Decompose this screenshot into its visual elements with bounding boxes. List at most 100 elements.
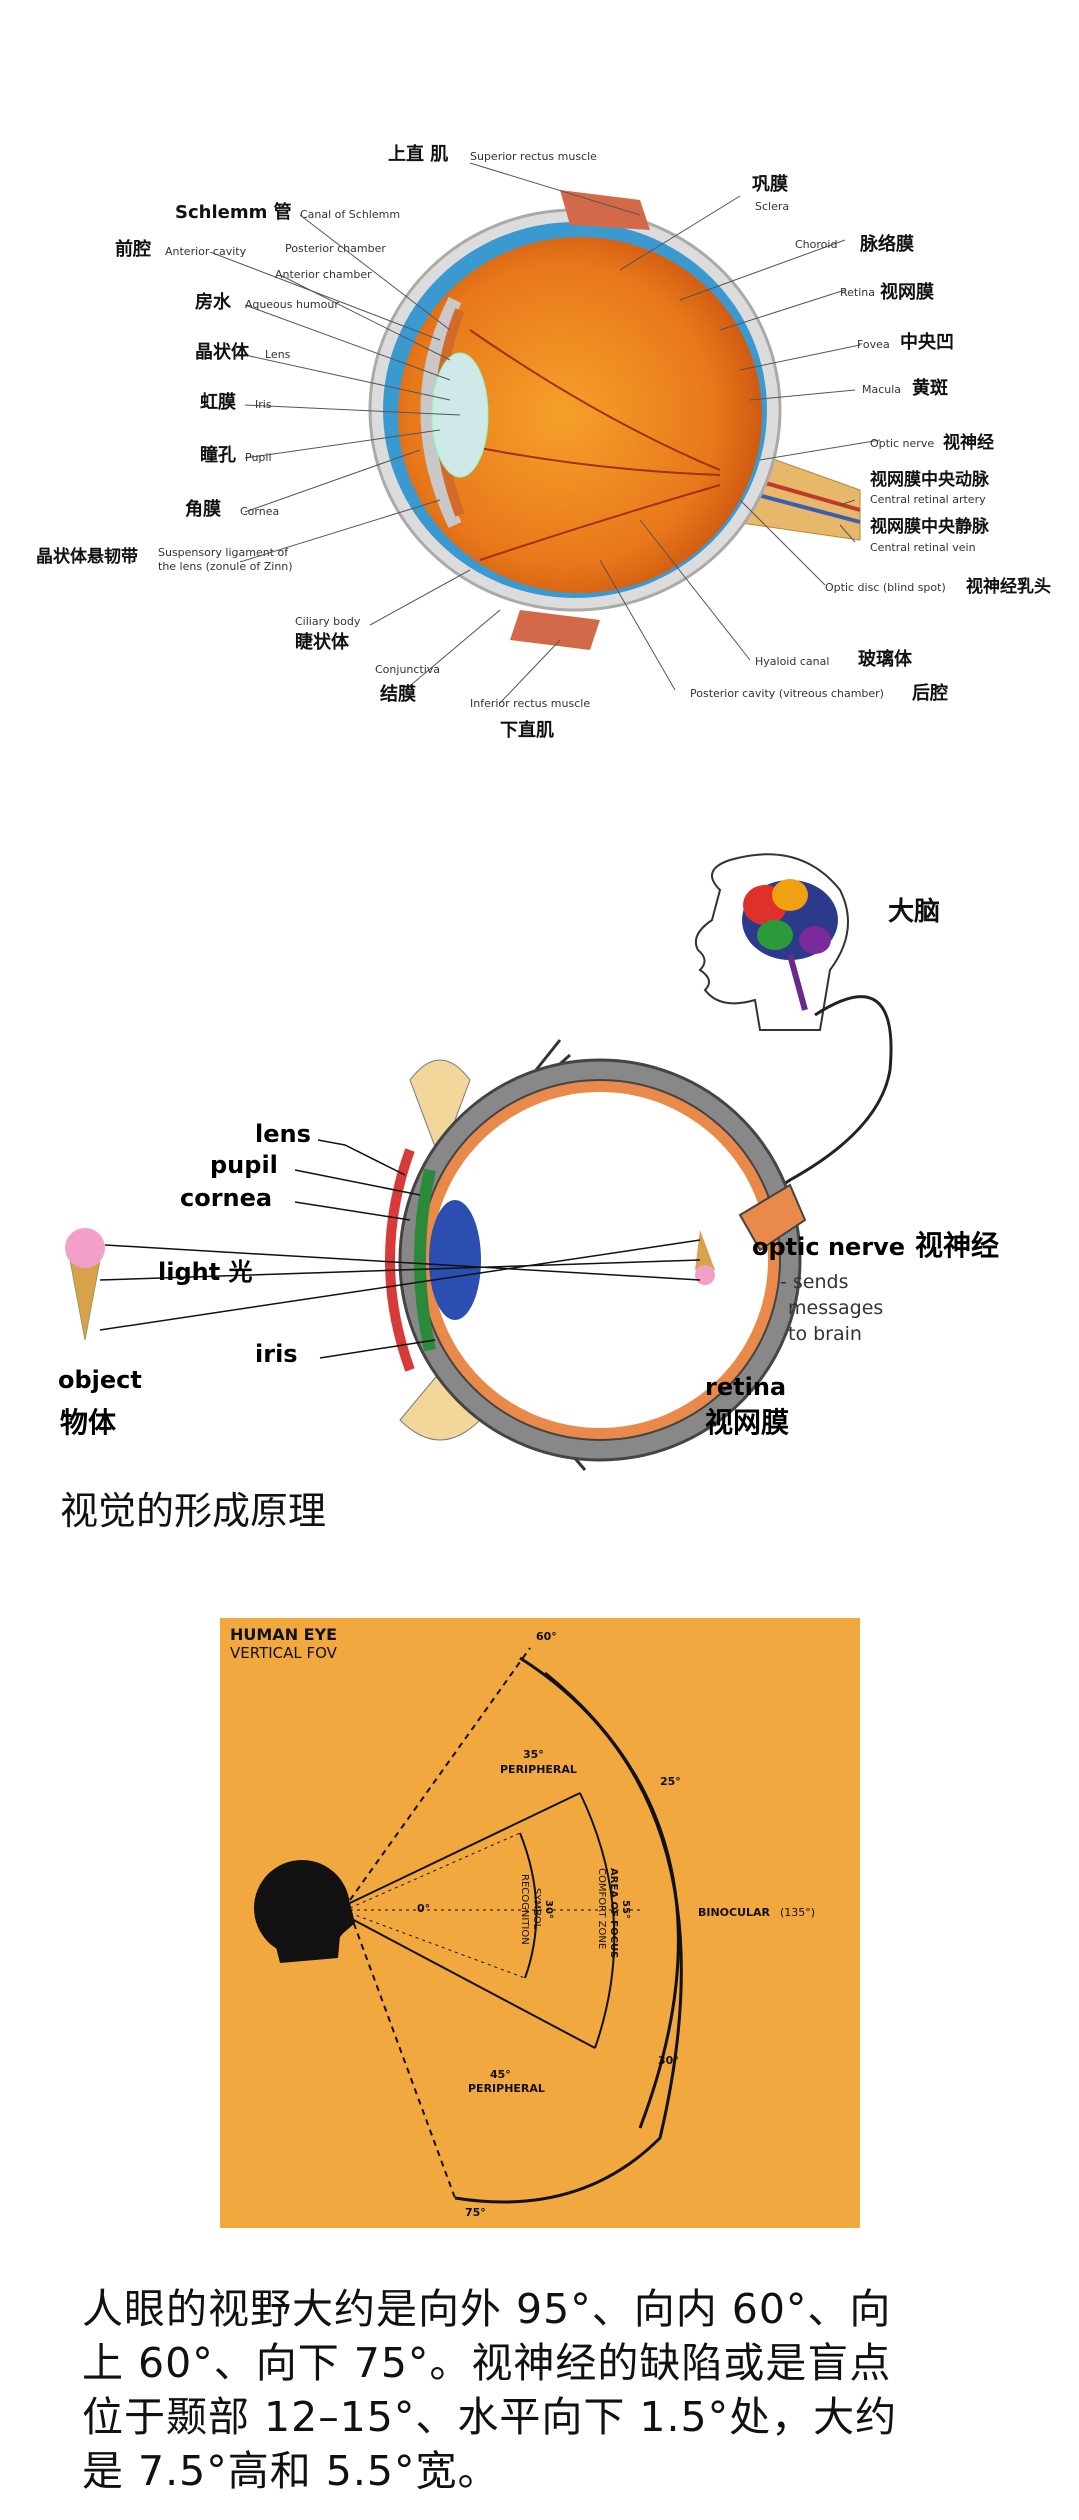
label-sclera-cn: 巩膜 <box>752 173 788 195</box>
label-hyaloid-en: Hyaloid canal <box>755 655 829 668</box>
iris-arc <box>414 1168 436 1352</box>
vision-formation-diagram: 大脑 lens pupil <box>58 853 999 1471</box>
label-zonule-en2: the lens (zonule of Zinn) <box>158 560 293 573</box>
label-anterior-cavity-cn: 前腔 <box>115 238 151 260</box>
eyeball-shape <box>398 237 762 593</box>
label-fovea-cn: 中央凹 <box>900 331 954 353</box>
fov-title: HUMAN EYE <box>230 1625 337 1644</box>
label-cornea-cn: 角膜 <box>185 498 221 520</box>
sends-line-2: messages <box>788 1297 883 1319</box>
vision-caption: 视觉的形成原理 <box>60 1489 327 1533</box>
superior-rectus-shape <box>560 190 650 230</box>
label-aqueous-cn: 房水 <box>195 291 232 313</box>
label-posterior-chamber-en: Posterior chamber <box>285 242 386 255</box>
sends-line-1: - sends <box>780 1271 849 1293</box>
label-ciliary-en: Ciliary body <box>295 615 361 628</box>
label-conjunctiva-en: Conjunctiva <box>375 663 440 676</box>
retina-label: retina <box>705 1373 786 1401</box>
label-optic-nerve-en: Optic nerve <box>870 437 934 450</box>
label-fovea-en: Fovea <box>857 338 890 351</box>
label-schlemm-en: Canal of Schlemm <box>300 208 400 221</box>
pupil-label: pupil <box>210 1151 278 1179</box>
fov-angle-0: 0° <box>417 1902 430 1915</box>
fov-recognition-label: RECOGNITION <box>519 1874 530 1945</box>
label-inferior-rectus-en: Inferior rectus muscle <box>470 697 590 710</box>
label-central-artery-en: Central retinal artery <box>870 493 986 506</box>
cornea-label: cornea <box>180 1184 272 1212</box>
label-cornea-en: Cornea <box>240 505 279 518</box>
fov-binocular-deg: (135°) <box>780 1906 815 1919</box>
label-iris-cn: 虹膜 <box>200 391 236 413</box>
label-central-vein-cn: 视网膜中央静脉 <box>870 516 990 537</box>
label-conjunctiva-cn: 结膜 <box>380 683 416 705</box>
label-anterior-cavity-en: Anterior cavity <box>165 245 247 258</box>
label-central-artery-cn: 视网膜中央动脉 <box>870 469 990 490</box>
label-macula-cn: 黄斑 <box>912 377 948 399</box>
fov-description: 人眼的视野大约是向外 95°、向内 60°、向 上 60°、向下 75°。视神经… <box>82 2282 897 2498</box>
fov-subtitle: VERTICAL FOV <box>230 1644 338 1662</box>
label-lens-cn: 晶状体 <box>195 341 250 363</box>
brain-shape <box>742 879 838 1011</box>
description-line-1: 人眼的视野大约是向外 95°、向内 60°、向 <box>82 2285 892 2333</box>
light-label: light 光 <box>158 1258 253 1286</box>
iris-label: iris <box>255 1340 298 1368</box>
lens-label: lens <box>255 1120 311 1148</box>
fov-angle-m30: 30° <box>658 2054 679 2067</box>
description-line-2: 上 60°、向下 75°。视神经的缺陷或是盲点 <box>82 2339 892 2387</box>
label-optic-nerve-cn: 视神经 <box>943 432 994 453</box>
label-lens-en: Lens <box>265 348 291 361</box>
fov-binocular: BINOCULAR <box>698 1906 771 1919</box>
eye-anatomy-diagram: 上直 肌 Superior rectus muscle Schlemm 管 Ca… <box>36 143 1051 741</box>
fov-angle-25: 25° <box>660 1775 681 1788</box>
object-cn-label: 物体 <box>60 1406 117 1439</box>
head-outline <box>694 853 849 1031</box>
label-posterior-cavity-cn: 后腔 <box>912 682 948 704</box>
fov-focus-label: AREA OF FOCUS <box>608 1868 619 1958</box>
fov-upper-label: PERIPHERAL <box>500 1763 577 1776</box>
label-choroid-cn: 脉络膜 <box>859 233 914 255</box>
lens-ellipse <box>429 1200 481 1320</box>
retina-cn-label: 视网膜 <box>705 1406 789 1439</box>
label-optic-disc-cn: 视神经乳头 <box>966 576 1051 597</box>
label-choroid-en: Choroid <box>795 238 837 251</box>
fov-comfort-label: COMFORT ZONE <box>596 1868 607 1949</box>
label-inferior-rectus-cn: 下直肌 <box>500 719 554 741</box>
label-central-vein-en: Central retinal vein <box>870 541 976 554</box>
label-anterior-chamber-en: Anterior chamber <box>275 268 372 281</box>
cornea-arc <box>385 1148 415 1372</box>
optic-nerve-label: optic nerve <box>752 1233 905 1261</box>
fov-lower-deg: 45° <box>490 2068 511 2081</box>
label-pupil-cn: 瞳孔 <box>200 444 236 466</box>
description-line-3: 位于颞部 12–15°、水平向下 1.5°处，大约 <box>82 2393 898 2441</box>
label-iris-en: Iris <box>255 398 272 411</box>
optic-nerve-cn-label: 视神经 <box>915 1229 999 1262</box>
label-zonule-en: Suspensory ligament of <box>158 546 289 559</box>
cornea-shape <box>420 296 462 529</box>
fov-angle-60: 60° <box>536 1630 557 1643</box>
fov-angle-75: 75° <box>465 2206 486 2219</box>
fov-symbol-deg: 30° <box>543 1900 554 1919</box>
label-optic-disc-en: Optic disc (blind spot) <box>825 581 946 594</box>
label-ciliary-cn: 睫状体 <box>295 631 350 653</box>
inferior-rectus-shape <box>510 610 600 650</box>
label-retina-en: Retina <box>840 286 875 299</box>
label-hyaloid-cn: 玻璃体 <box>858 648 913 670</box>
label-retina-cn: 视网膜 <box>880 281 934 303</box>
object-label: object <box>58 1366 142 1394</box>
fov-upper-deg: 35° <box>523 1748 544 1761</box>
label-superior-rectus-en: Superior rectus muscle <box>470 150 597 163</box>
fov-diagram: HUMAN EYE VERTICAL FOV 60° 25° 0° 30° 75… <box>220 1618 860 2228</box>
label-aqueous-en: Aqueous humour <box>245 298 339 311</box>
label-sclera-en: Sclera <box>755 200 789 213</box>
label-zonule-cn: 晶状体悬韧带 <box>36 546 138 567</box>
object-icecream <box>65 1228 105 1341</box>
label-pupil-en: Pupil <box>245 451 272 464</box>
label-posterior-cavity-en: Posterior cavity (vitreous chamber) <box>690 687 884 700</box>
brain-label: 大脑 <box>888 897 940 927</box>
fov-symbol-label: SYMBOL <box>531 1888 542 1930</box>
label-superior-rectus-cn: 上直 肌 <box>388 143 448 165</box>
label-schlemm-cn: Schlemm 管 <box>175 201 292 223</box>
fov-head-silhouette <box>254 1860 355 1963</box>
fov-lower-label: PERIPHERAL <box>468 2082 545 2095</box>
sends-line-3: to brain <box>788 1323 862 1345</box>
